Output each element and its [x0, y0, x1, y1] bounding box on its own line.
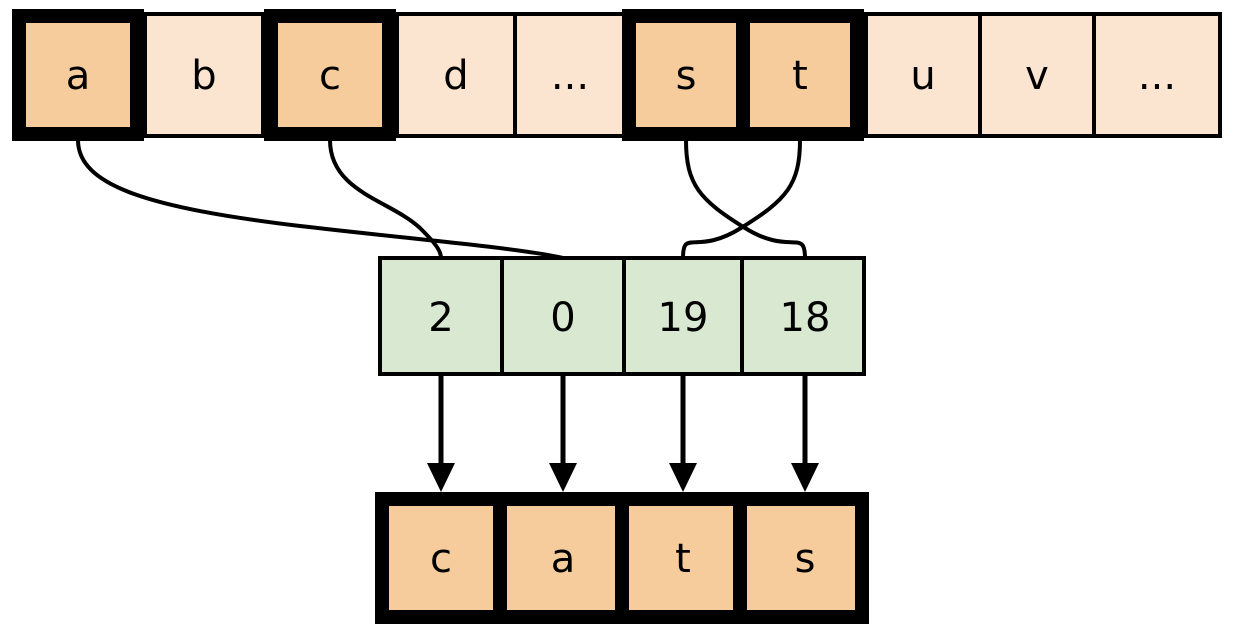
index-cell-1[interactable]: 0 [500, 256, 626, 376]
index-cell-3-rect [740, 256, 866, 376]
arrow-3 [791, 374, 819, 492]
arrow-2-head [669, 463, 697, 492]
alphabet-cell-4-label: ... [551, 53, 589, 99]
alphabet-cell-3-label: d [443, 53, 468, 99]
output-cell-3-label: s [795, 536, 816, 582]
alphabet-row: a b c d ... [12, 9, 1222, 141]
index-row: 2 0 19 18 [378, 256, 866, 376]
alphabet-cell-8-rect [978, 12, 1096, 138]
alphabet-cell-6[interactable]: t [736, 9, 864, 141]
alphabet-cell-9-rect [1092, 12, 1222, 138]
output-cell-0[interactable]: c [375, 492, 507, 624]
alphabet-cell-7[interactable]: u [864, 12, 982, 138]
index-cell-1-label: 0 [550, 295, 575, 341]
output-cell-1-rect [493, 492, 629, 624]
output-cell-2-label: t [675, 536, 691, 582]
arrow-3-head [791, 463, 819, 492]
index-cell-2-rect [622, 256, 744, 376]
output-cell-3-rect [733, 492, 869, 624]
alphabet-cell-1[interactable]: b [143, 12, 265, 138]
connector-t-to-19 [681, 139, 802, 259]
arrow-0 [427, 374, 455, 492]
arrow-0-head [427, 463, 455, 492]
index-cell-0[interactable]: 2 [378, 256, 504, 376]
connector-a-to-0 [76, 139, 564, 260]
index-cell-1-rect [500, 256, 626, 376]
alphabet-cell-8-label: v [1025, 53, 1049, 99]
index-cell-0-label: 2 [428, 295, 453, 341]
alphabet-cell-1-rect [143, 12, 265, 138]
alphabet-cell-6-label: t [792, 53, 808, 99]
connector-s-to-18 [684, 139, 807, 259]
alphabet-cell-2[interactable]: c [264, 9, 396, 141]
output-cell-2[interactable]: t [615, 492, 747, 624]
alphabet-cell-1-label: b [191, 53, 216, 99]
alphabet-cell-5[interactable]: s [622, 9, 750, 141]
index-cell-3[interactable]: 18 [740, 256, 866, 376]
alphabet-cell-0[interactable]: a [12, 9, 144, 141]
alphabet-cell-5-label: s [676, 53, 697, 99]
alphabet-cell-9[interactable]: ... [1092, 12, 1222, 138]
alphabet-cell-6-rect [736, 9, 864, 141]
arrow-2 [669, 374, 697, 492]
alphabet-cell-7-rect [864, 12, 982, 138]
output-cell-3[interactable]: s [733, 492, 869, 624]
arrow-1-head [549, 463, 577, 492]
output-cell-1[interactable]: a [493, 492, 629, 624]
alphabet-cell-9-label: ... [1138, 53, 1176, 99]
output-cell-1-label: a [551, 536, 576, 582]
alphabet-cell-7-label: u [910, 53, 935, 99]
alphabet-cell-0-label: a [66, 53, 91, 99]
alphabet-cell-2-rect [264, 9, 396, 141]
mapping-connectors [76, 139, 807, 260]
output-cell-0-label: c [430, 536, 452, 582]
alphabet-cell-2-label: c [319, 53, 341, 99]
alphabet-cell-8[interactable]: v [978, 12, 1096, 138]
alphabet-cell-3[interactable]: d [395, 12, 517, 138]
index-cell-3-label: 18 [780, 295, 831, 341]
arrow-1 [549, 374, 577, 492]
index-to-output-arrows [427, 374, 819, 492]
alphabet-cell-4[interactable]: ... [513, 12, 627, 138]
index-cell-2[interactable]: 19 [622, 256, 744, 376]
alphabet-cell-4-rect [513, 12, 627, 138]
index-cell-2-label: 19 [658, 295, 709, 341]
alphabet-cell-0-rect [12, 9, 144, 141]
output-row: c a t s [375, 492, 869, 624]
connector-c-to-2 [328, 139, 443, 259]
